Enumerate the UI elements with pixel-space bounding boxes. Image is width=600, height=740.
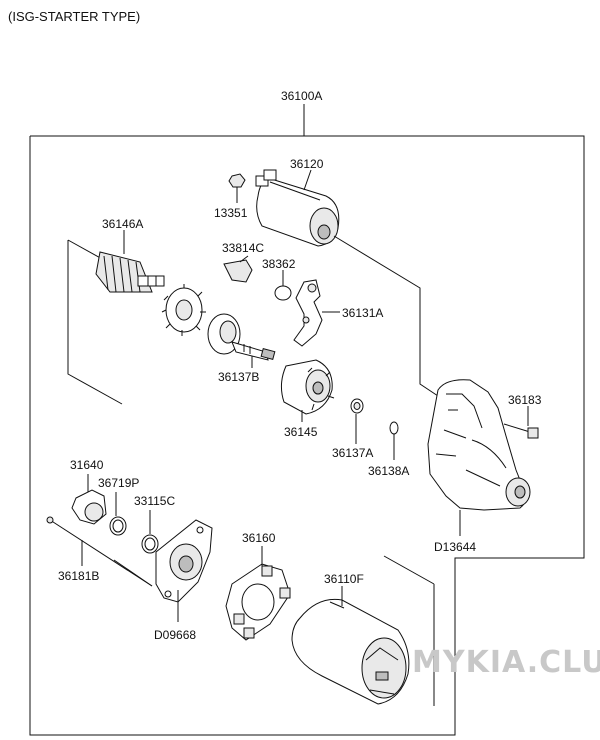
label-shaft: 36137B (218, 370, 260, 384)
through-bolt-part (46, 516, 153, 587)
clip-36138a-part (389, 421, 399, 460)
label-yoke: 36110F (324, 572, 364, 586)
solenoid-guide-line (333, 235, 439, 397)
ring-36137a-part (350, 398, 364, 444)
planet-gear-part (161, 284, 206, 336)
oring-36719p-part (109, 492, 127, 536)
assembly-boundary (29, 135, 585, 736)
shaft-part (207, 313, 276, 368)
label-solenoid: 36120 (290, 157, 324, 171)
label-armature: 36146A (102, 217, 144, 231)
label-assembly: 36100A (281, 89, 323, 103)
label-ring-36137a: 36137A (332, 446, 374, 460)
housing-part (427, 379, 531, 536)
label-through-bolt: 36181B (58, 569, 100, 583)
label-clip-36138a: 36138A (368, 464, 410, 478)
label-brush-holder: 36160 (242, 531, 276, 545)
washer-38362-part (274, 270, 292, 301)
label-oring-36719p: 36719P (98, 476, 140, 490)
rear-bracket-part (155, 519, 213, 622)
bolt-36183-part (503, 406, 539, 439)
clutch-part (280, 359, 335, 422)
label-oring-33115c: 33115C (134, 494, 176, 508)
watermark-text: MYKIA.CLUB (412, 645, 600, 680)
armature-part (67, 230, 165, 405)
label-washer-38362: 38362 (262, 257, 296, 271)
label-bolt-36183: 36183 (508, 393, 542, 407)
nut-13351-part (228, 173, 246, 203)
solenoid-part (255, 169, 340, 247)
label-cap-31640: 31640 (70, 458, 104, 472)
label-plate-33814c: 33814C (222, 241, 265, 255)
diagram-title: (ISG-STARTER TYPE) (8, 9, 141, 24)
yoke-part (291, 555, 435, 706)
label-nut-13351: 13351 (214, 206, 248, 220)
oring-33115c-part (141, 510, 159, 554)
plate-33814c-part (223, 255, 253, 283)
brush-holder-part (225, 546, 291, 641)
label-housing: D13644 (434, 540, 477, 554)
label-clutch: 36145 (284, 425, 318, 439)
lever-part (293, 279, 340, 347)
label-lever: 36131A (342, 306, 384, 320)
label-rear-bracket: D09668 (154, 628, 197, 642)
cap-31640-part (71, 474, 107, 525)
